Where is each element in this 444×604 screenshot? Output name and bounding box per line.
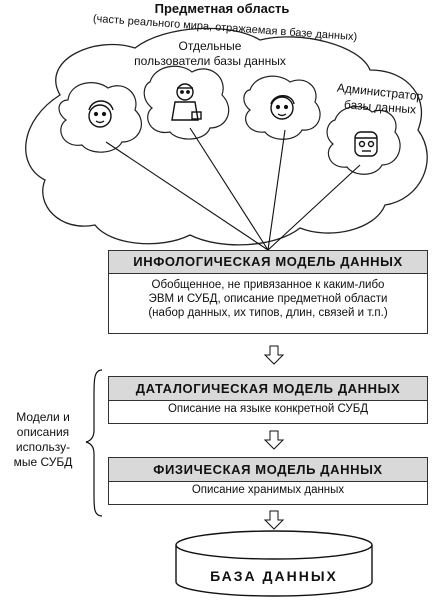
infological-desc-line1: Обобщенное, не привязанное к каким-либо xyxy=(151,279,385,291)
arrow-down-1 xyxy=(263,345,285,365)
admin-cloud xyxy=(326,106,401,175)
physical-model-title: ФИЗИЧЕСКАЯ МОДЕЛЬ ДАННЫХ xyxy=(109,458,427,482)
infological-model-description: Обобщенное, не привязанное к каким-либо … xyxy=(109,279,427,320)
database-label: БАЗА ДАННЫХ xyxy=(210,568,338,584)
infological-desc-line2: ЭВМ и СУБД, описание предметной области xyxy=(148,292,388,305)
side-brace xyxy=(85,369,103,517)
side-label: Модели и описания использу- мые СУБД xyxy=(0,410,86,470)
database-cylinder xyxy=(175,530,373,597)
physical-model-description: Описание хранимых данных xyxy=(191,484,345,496)
users-label-line2: пользователи базы данных xyxy=(134,54,286,68)
infological-model-box: ИНФОЛОГИЧЕСКАЯ МОДЕЛЬ ДАННЫХ Обобщенное,… xyxy=(108,250,428,334)
datalogical-model-box: ДАТАЛОГИЧЕСКАЯ МОДЕЛЬ ДАННЫХ Описание на… xyxy=(108,376,428,424)
infological-model-title: ИНФОЛОГИЧЕСКАЯ МОДЕЛЬ ДАННЫХ xyxy=(109,251,427,274)
user-figure-2-icon xyxy=(171,83,202,121)
side-label-line3: использу- xyxy=(15,440,71,454)
connector-lines xyxy=(105,127,361,251)
users-label-line1: Отдельные xyxy=(178,39,242,53)
datalogical-model-title: ДАТАЛОГИЧЕСКАЯ МОДЕЛЬ ДАННЫХ xyxy=(109,377,427,401)
subject-domain-cloud xyxy=(25,27,428,246)
physical-model-box: ФИЗИЧЕСКАЯ МОДЕЛЬ ДАННЫХ Описание храним… xyxy=(108,457,428,505)
user-face-1-icon xyxy=(88,100,114,128)
side-label-line2: описания xyxy=(16,425,70,439)
domain-title: Предметная область xyxy=(154,1,290,16)
datalogical-model-description: Описание на языке конкретной СУБД xyxy=(167,403,369,415)
side-label-line1: Модели и xyxy=(16,410,70,424)
user-face-3-icon xyxy=(270,95,295,120)
user-cloud-1 xyxy=(58,82,142,153)
user-cloud-3 xyxy=(243,75,321,140)
arrow-down-2 xyxy=(263,430,285,450)
arrow-down-3 xyxy=(263,510,285,530)
side-label-line4: мые СУБД xyxy=(13,455,73,469)
admin-face-icon xyxy=(354,131,378,157)
infological-desc-line3: (набор данных, их типов, длин, связей и … xyxy=(148,306,388,319)
